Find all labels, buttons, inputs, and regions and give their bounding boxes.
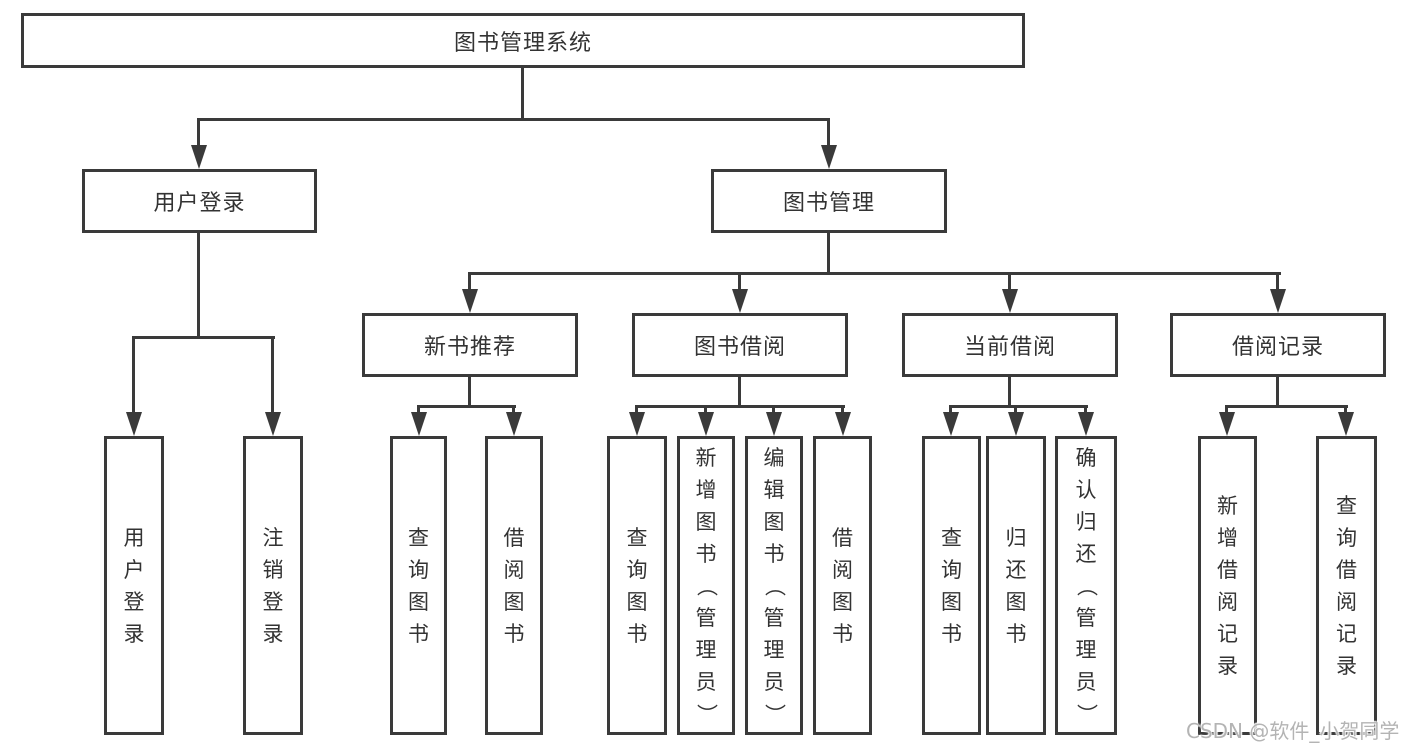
node-leaf-edit-books-admin-label: 编辑图书（管理员）	[762, 445, 786, 725]
connector-current-borrow-hbar	[949, 405, 1088, 408]
connector-drop-leaf-login	[132, 336, 135, 412]
node-leaf-borrow-books-recommend-label: 借阅图书	[503, 525, 525, 646]
arrowhead-leaf	[1008, 412, 1024, 436]
connector-book-management-trunk	[827, 233, 830, 272]
node-book-management-label: 图书管理	[782, 191, 875, 216]
node-leaf-query-books-recommend: 查询图书	[390, 436, 447, 735]
node-user-login: 用户登录	[82, 169, 317, 233]
node-leaf-return-books: 归还图书	[986, 436, 1046, 735]
connector-stub	[635, 405, 638, 413]
node-leaf-logout-label: 注销登录	[262, 525, 284, 646]
node-leaf-add-borrow-record: 新增借阅记录	[1198, 436, 1257, 735]
connector-new-book-trunk	[468, 377, 471, 405]
arrowhead-user-login	[191, 145, 207, 169]
node-leaf-user-login-label: 用户登录	[123, 525, 145, 646]
node-leaf-borrow-books-recommend: 借阅图书	[485, 436, 543, 735]
connector-stub	[949, 405, 952, 413]
node-leaf-borrow-books-borrowing-label: 借阅图书	[832, 525, 853, 646]
arrowhead-leaf	[411, 412, 427, 436]
connector-user-login-trunk	[197, 233, 200, 336]
node-leaf-add-books-admin: 新增图书（管理员）	[677, 436, 735, 735]
arrowhead-leaf	[506, 412, 522, 436]
node-leaf-query-books-borrowing-label: 查询图书	[626, 525, 648, 646]
node-leaf-edit-books-admin: 编辑图书（管理员）	[745, 436, 803, 735]
connector-stub	[841, 405, 844, 413]
connector-stub	[417, 405, 420, 413]
node-borrowing-records: 借阅记录	[1170, 313, 1386, 377]
node-leaf-borrow-books-borrowing: 借阅图书	[813, 436, 872, 735]
node-book-management: 图书管理	[711, 169, 947, 233]
arrowhead-leaf	[766, 412, 782, 436]
arrowhead-leaf	[943, 412, 959, 436]
connector-root-trunk	[521, 68, 524, 121]
arrowhead-leaf	[698, 412, 714, 436]
node-leaf-query-books-borrowing: 查询图书	[607, 436, 667, 735]
node-borrowing-records-label: 借阅记录	[1231, 335, 1324, 360]
node-current-borrowing-label: 当前借阅	[963, 335, 1056, 360]
node-new-book-recommend-label: 新书推荐	[423, 335, 516, 360]
connector-user-login-hbar	[132, 336, 275, 339]
connector-drop-new-book	[468, 272, 471, 289]
arrowhead-leaf	[1338, 412, 1354, 436]
connector-borrow-record-trunk	[1276, 377, 1279, 405]
connector-stub	[772, 405, 775, 413]
arrowhead-leaf	[835, 412, 851, 436]
node-leaf-add-borrow-record-label: 新增借阅记录	[1217, 493, 1238, 678]
connector-stub	[1084, 405, 1087, 413]
connector-drop-current-borrow	[1008, 272, 1011, 289]
node-leaf-query-books-current: 查询图书	[922, 436, 981, 735]
node-leaf-user-login: 用户登录	[104, 436, 164, 735]
node-leaf-query-books-current-label: 查询图书	[941, 525, 962, 646]
arrowhead-book-management	[821, 145, 837, 169]
node-user-login-label: 用户登录	[153, 191, 246, 216]
arrowhead-new-book	[462, 289, 478, 313]
arrowhead-leaf-logout	[265, 412, 281, 436]
connector-stub	[512, 405, 515, 413]
node-leaf-confirm-return-admin: 确认归还（管理员）	[1055, 436, 1117, 735]
connector-drop-book-borrow	[738, 272, 741, 289]
arrowhead-borrow-record	[1270, 289, 1286, 313]
connector-stub	[1225, 405, 1228, 413]
node-root: 图书管理系统	[21, 13, 1025, 68]
watermark: CSDN @软件_小贺同学	[1186, 719, 1400, 743]
arrowhead-book-borrow	[732, 289, 748, 313]
connector-new-book-hbar	[417, 405, 516, 408]
node-leaf-logout: 注销登录	[243, 436, 303, 735]
connector-level3-hbar	[468, 272, 1281, 275]
node-current-borrowing: 当前借阅	[902, 313, 1118, 377]
node-leaf-query-borrow-record: 查询借阅记录	[1316, 436, 1377, 735]
connector-level2-hbar	[197, 118, 830, 121]
arrowhead-leaf	[1219, 412, 1235, 436]
node-book-borrowing: 图书借阅	[632, 313, 848, 377]
node-leaf-query-books-recommend-label: 查询图书	[408, 525, 429, 646]
node-new-book-recommend: 新书推荐	[362, 313, 578, 377]
node-leaf-query-borrow-record-label: 查询借阅记录	[1336, 493, 1357, 678]
arrowhead-current-borrow	[1002, 289, 1018, 313]
arrowhead-leaf	[1078, 412, 1094, 436]
connector-book-borrow-hbar	[635, 405, 845, 408]
connector-stub	[704, 405, 707, 413]
connector-drop-leaf-logout	[271, 336, 274, 412]
arrowhead-leaf-login	[126, 412, 142, 436]
connector-drop-user-login	[197, 118, 200, 146]
connector-drop-borrow-record	[1276, 272, 1279, 289]
node-leaf-confirm-return-admin-label: 确认归还（管理员）	[1074, 445, 1098, 725]
connector-stub	[1014, 405, 1017, 413]
connector-book-borrow-trunk	[738, 377, 741, 405]
node-leaf-return-books-label: 归还图书	[1005, 525, 1027, 646]
connector-stub	[1344, 405, 1347, 413]
connector-borrow-record-hbar	[1225, 405, 1348, 408]
connector-drop-book-management	[827, 118, 830, 146]
node-root-label: 图书管理系统	[453, 30, 592, 56]
node-book-borrowing-label: 图书借阅	[693, 335, 786, 360]
arrowhead-leaf	[629, 412, 645, 436]
node-leaf-add-books-admin-label: 新增图书（管理员）	[694, 445, 718, 725]
connector-current-borrow-trunk	[1008, 377, 1011, 405]
